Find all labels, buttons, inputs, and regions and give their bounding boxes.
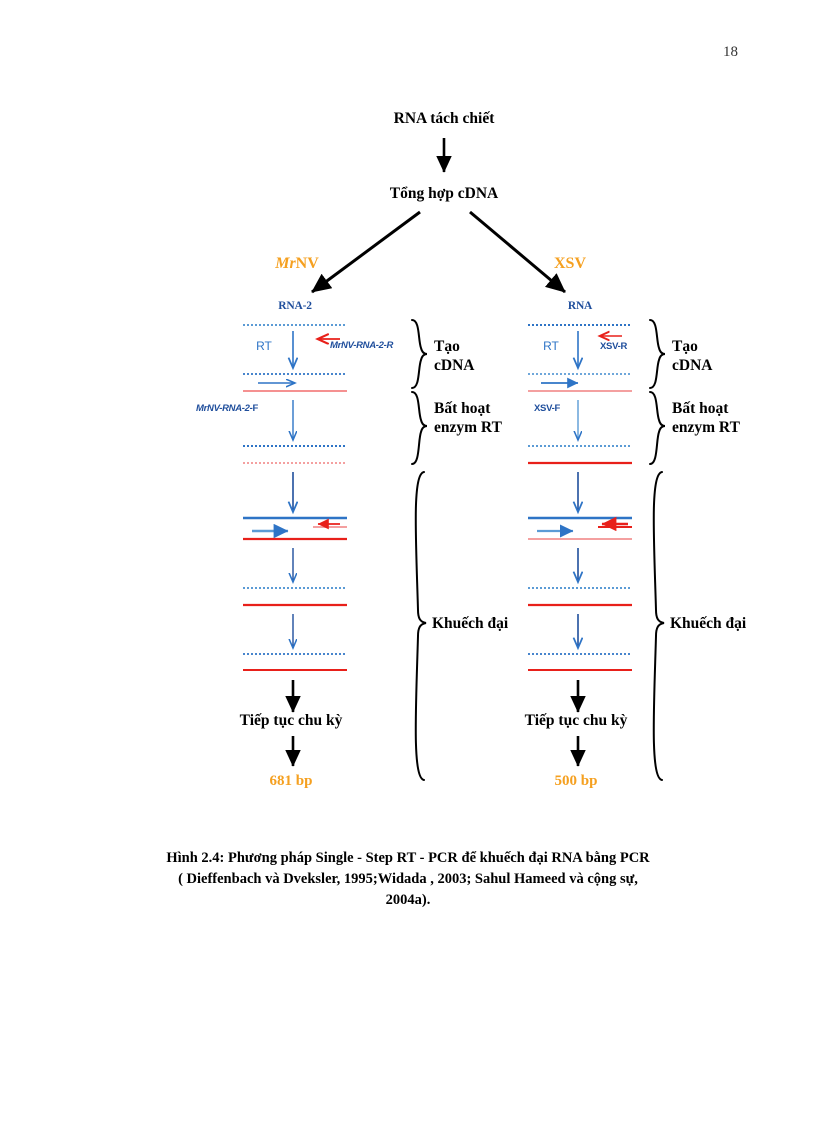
strand-title-rna2: RNA-2 — [278, 300, 312, 312]
primer-mrnv-forward-italic: MrNV-RNA-2- — [196, 403, 253, 414]
brace-xsv-bat-hoat — [649, 391, 666, 465]
brace-mrnv-tao-cdna — [411, 319, 428, 389]
bracket-label-mrnv-khuech-dai: Khuếch đại — [432, 614, 508, 633]
bracket-xsv-tao-cdna-line2: cDNA — [672, 357, 713, 374]
bracket-label-xsv-tao-cdna: Tạo cDNA — [672, 337, 712, 375]
primer-mrnv-forward-upright: F — [252, 403, 259, 414]
primer-xsv-forward: XSV-F — [534, 398, 560, 416]
brace-mrnv-bat-hoat — [411, 391, 428, 465]
arrow-to-xsv-branch — [469, 210, 566, 294]
product-size-xsv: 500 bp — [554, 773, 598, 789]
branch-label-mrnv: MrNV — [275, 255, 319, 273]
bracket-mrnv-khuech-dai-line1: Khuếch đại — [432, 615, 509, 632]
rt-label-mrnv: RT — [256, 339, 272, 353]
bracket-mrnv-tao-cdna-line1: Tạo — [434, 338, 460, 355]
bracket-mrnv-bat-hoat-line1: Bất hoạt — [434, 400, 491, 417]
primer-xsv-reverse: XSV-R — [600, 341, 628, 352]
branch-label-xsv: XSV — [554, 255, 586, 273]
figure-caption-line2: ( Dieffenbach và Dveksler, 1995;Widada ,… — [178, 871, 638, 887]
figure-caption: Hình 2.4: Phương pháp Single - Step RT -… — [0, 848, 816, 911]
branch-label-mrnv-rest: NV — [295, 255, 319, 272]
bracket-label-mrnv-bat-hoat: Bất hoạt enzym RT — [434, 399, 502, 437]
branch-label-xsv-rest: XSV — [553, 255, 587, 272]
node-cdna-synthesis: Tổng hợp cDNA — [389, 185, 499, 202]
bracket-xsv-bat-hoat-line2: enzym RT — [672, 419, 740, 436]
bracket-label-xsv-khuech-dai: Khuếch đại — [670, 614, 746, 633]
brace-xsv-tao-cdna — [649, 319, 666, 389]
brace-xsv-khuech-dai — [652, 471, 665, 781]
brace-mrnv-khuech-dai — [414, 471, 427, 781]
node-rna-extract: RNA tách chiết — [393, 110, 495, 127]
branch-label-mrnv-italic: Mr — [275, 255, 296, 272]
bracket-xsv-tao-cdna-line1: Tạo — [672, 338, 698, 355]
rt-label-xsv: RT — [543, 339, 559, 353]
bracket-label-xsv-bat-hoat: Bất hoạt enzym RT — [672, 399, 740, 437]
figure-caption-line1: Hình 2.4: Phương pháp Single - Step RT -… — [166, 850, 650, 866]
strand-title-rna: RNA — [567, 300, 593, 312]
figure-caption-line3: 2004a). — [385, 892, 431, 908]
bracket-mrnv-tao-cdna-line2: cDNA — [434, 357, 475, 374]
primer-mrnv-reverse: MrNV-RNA-2-R — [330, 340, 394, 351]
product-size-mrnv: 681 bp — [269, 773, 313, 789]
bracket-mrnv-bat-hoat-line2: enzym RT — [434, 419, 502, 436]
bracket-xsv-khuech-dai-line1: Khuếch đại — [670, 615, 747, 632]
continue-label-xsv: Tiếp tục chu kỳ — [524, 712, 628, 729]
primer-xsv-forward-italic: XSV- — [534, 403, 555, 414]
bracket-label-mrnv-tao-cdna: Tạo cDNA — [434, 337, 474, 375]
xsv-strand-diagram — [528, 324, 632, 767]
primer-xsv-forward-upright: F — [554, 403, 560, 414]
arrow-to-mrnv-branch — [311, 210, 421, 294]
primer-mrnv-forward: MrNV-RNA-2-F — [196, 398, 258, 416]
continue-label-mrnv: Tiếp tục chu kỳ — [239, 712, 343, 729]
page-number: 18 — [723, 44, 738, 60]
mrnv-strand-diagram — [243, 324, 347, 767]
bracket-xsv-bat-hoat-line1: Bất hoạt — [672, 400, 729, 417]
